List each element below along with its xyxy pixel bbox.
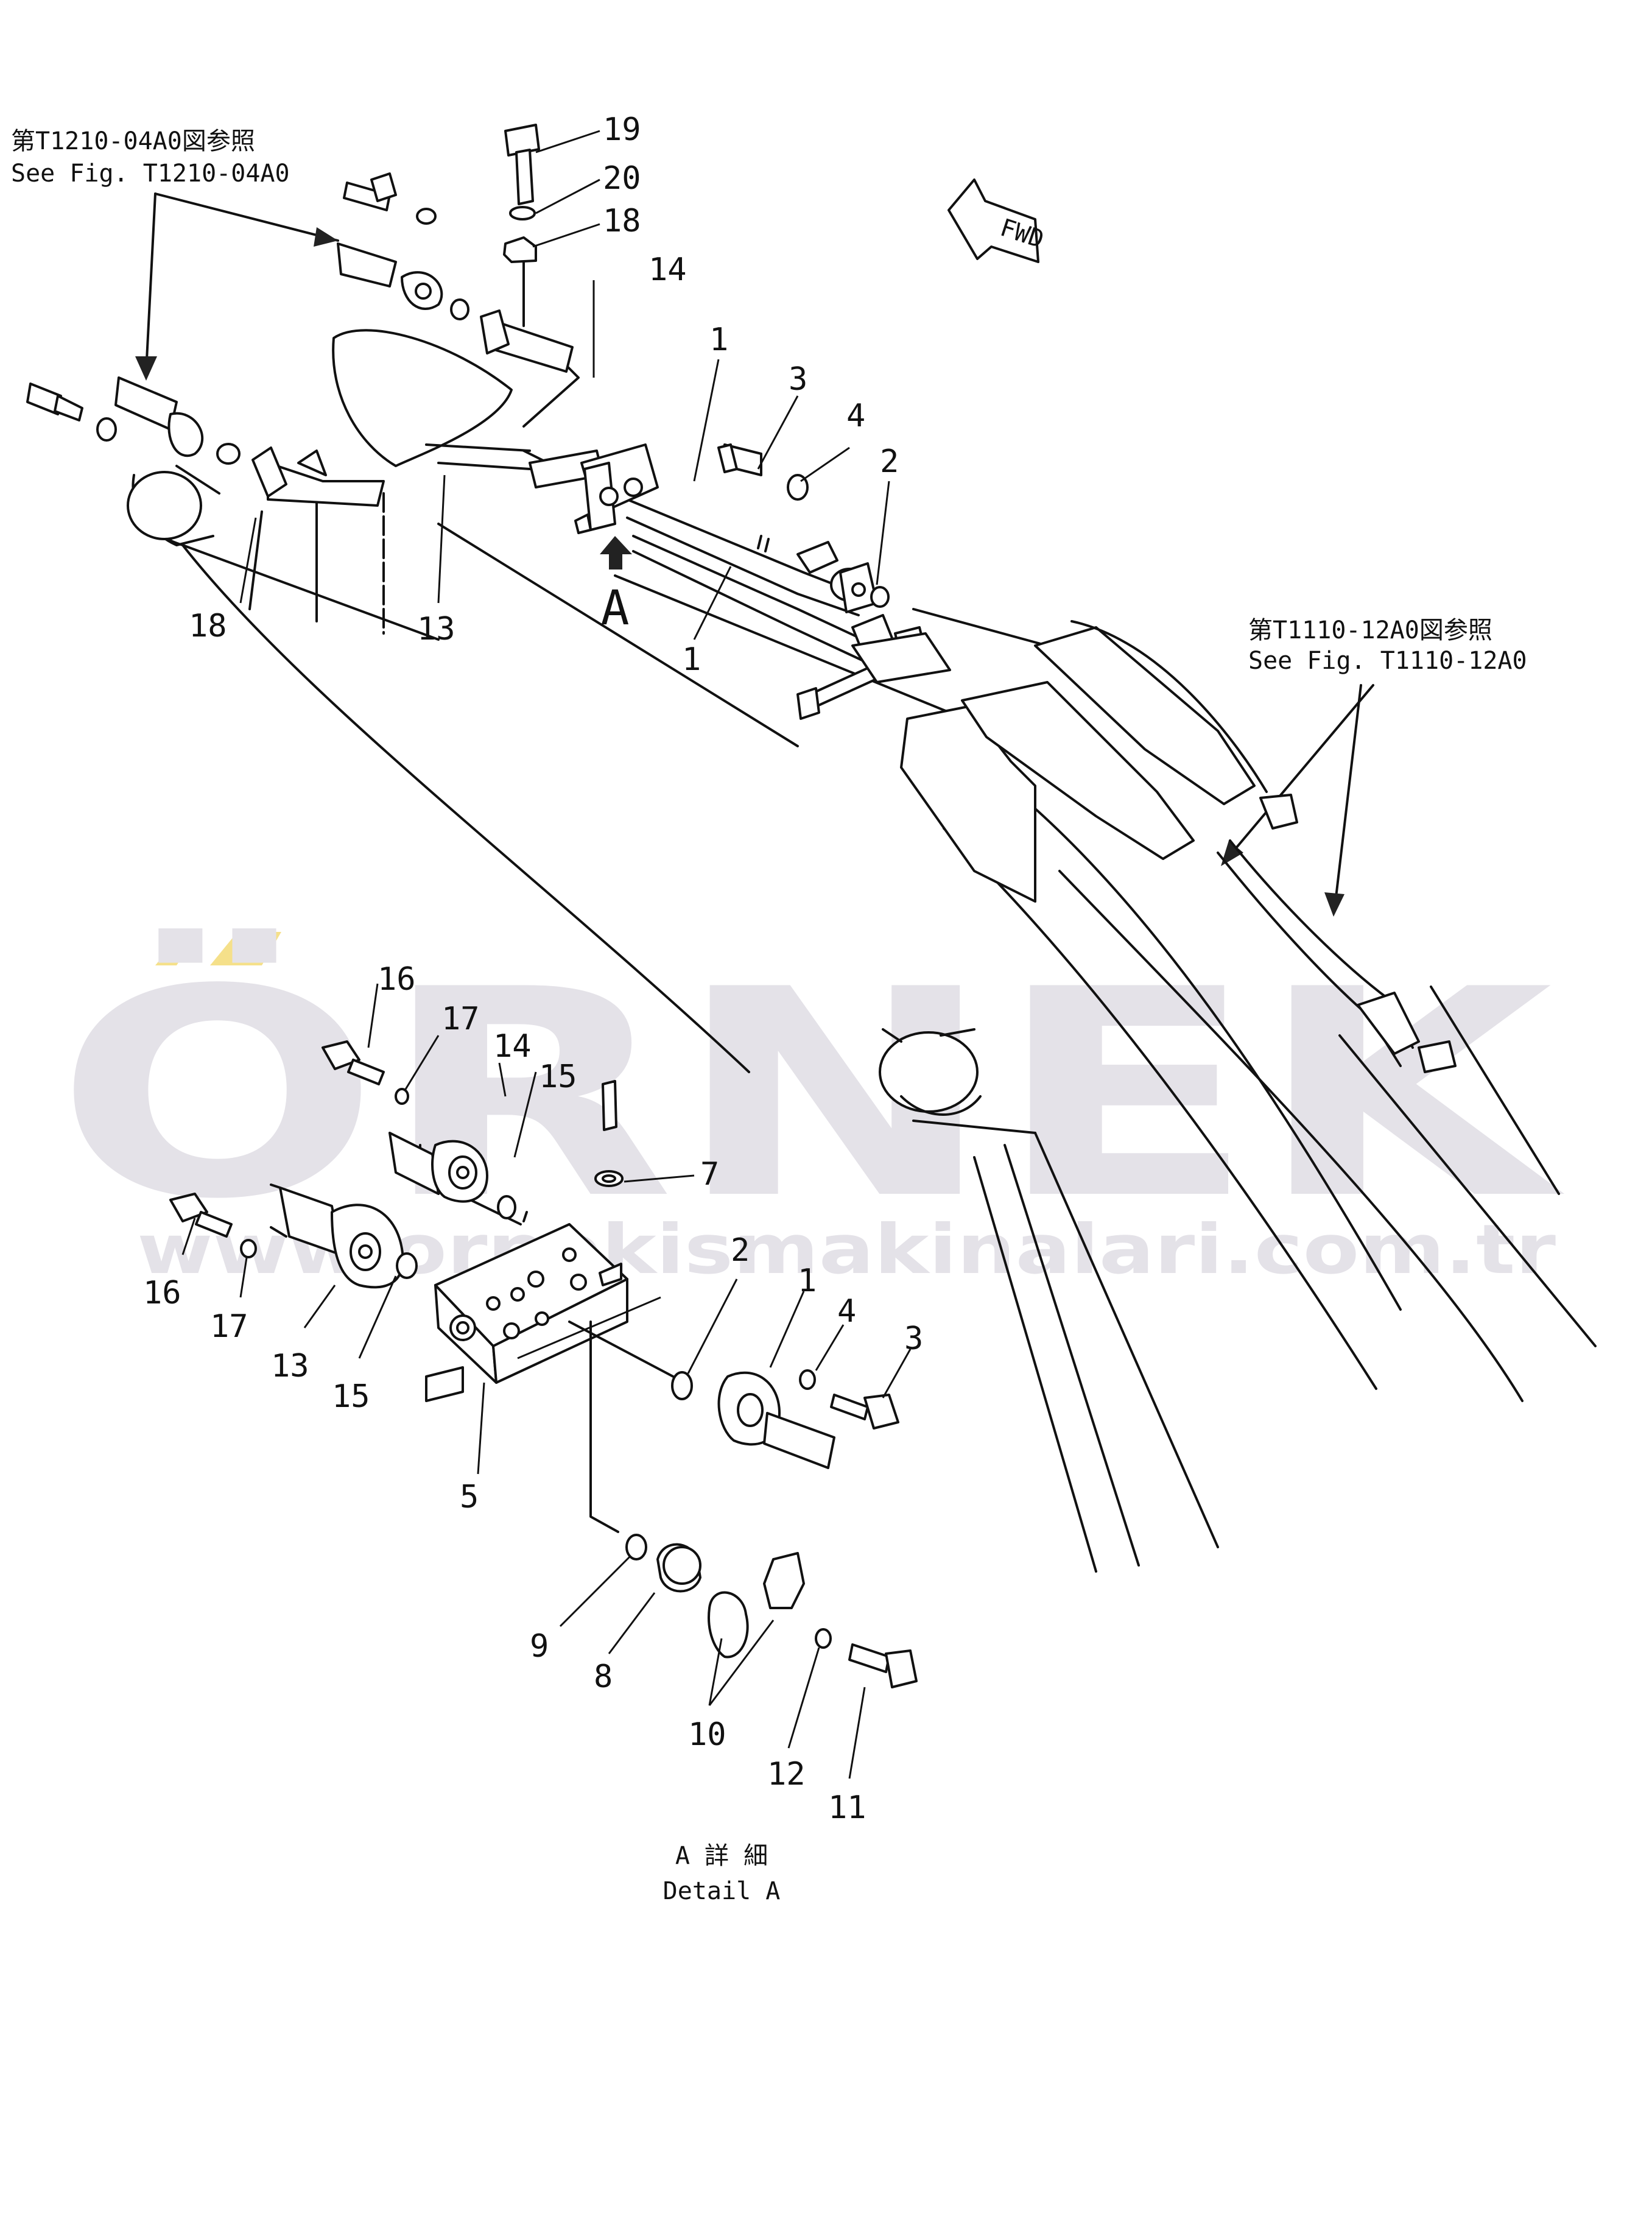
callout-detail-5: 5	[460, 1479, 479, 1515]
callout-main-18: 18	[603, 203, 641, 239]
callout-detail-16b: 16	[143, 1275, 181, 1311]
callout-detail-12: 12	[767, 1756, 806, 1793]
view-a-arrow	[600, 536, 632, 569]
callout-detail-17b: 17	[210, 1308, 248, 1345]
reference-leaders	[135, 192, 1374, 917]
callout-main-18b: 18	[189, 608, 227, 644]
callout-detail-15a: 15	[539, 1059, 577, 1095]
reference-note-top-left: 第T1210-04A0図参照 See Fig. T1210-04A0	[11, 127, 290, 188]
callout-detail-17a: 17	[441, 1001, 480, 1037]
callout-main-1a: 1	[709, 322, 728, 358]
callout-main-20: 20	[603, 160, 641, 197]
detail-caption-jp: A 詳 細	[675, 1842, 768, 1870]
main-assembly-view: A	[26, 124, 1597, 1573]
callout-main-19: 19	[603, 111, 641, 148]
callout-main-13: 13	[417, 611, 455, 647]
callout-detail-15b: 15	[332, 1378, 370, 1415]
reference-note-jp: 第T1110-12A0図参照	[1248, 616, 1492, 644]
callout-detail-13: 13	[271, 1348, 309, 1384]
callout-detail-1: 1	[798, 1263, 817, 1299]
callout-detail-14: 14	[493, 1028, 532, 1065]
callout-detail-10: 10	[688, 1716, 726, 1753]
callout-detail-4: 4	[837, 1293, 856, 1330]
callout-main-4: 4	[846, 398, 865, 434]
callout-main-1b: 1	[682, 641, 701, 678]
callout-detail-9: 9	[530, 1628, 549, 1665]
callout-detail-7: 7	[700, 1156, 719, 1193]
callout-detail-3: 3	[904, 1321, 923, 1357]
callout-detail-8: 8	[594, 1659, 613, 1695]
callout-leaders	[181, 130, 912, 1779]
watermark-accent-left	[155, 932, 198, 965]
detail-a-view: A 詳 細 Detail A	[169, 1040, 918, 1905]
callout-detail-2: 2	[731, 1232, 750, 1269]
detail-caption-en: Detail A	[663, 1877, 781, 1905]
forward-direction-arrow: FWD	[947, 178, 1047, 263]
reference-note-en: See Fig. T1210-04A0	[11, 160, 290, 188]
callout-detail-16a: 16	[378, 961, 416, 998]
main-callouts: 19 20 18 14 1 3 4 2 18 13 1	[189, 111, 899, 678]
reference-note-right: 第T1110-12A0図参照 See Fig. T1110-12A0	[1248, 616, 1527, 675]
callout-main-2: 2	[880, 443, 899, 480]
detail-callouts: 16 17 14 15 7 16 17 13 15 2 1 4 3 5 9 8 …	[143, 961, 923, 1826]
reference-note-en: See Fig. T1110-12A0	[1248, 647, 1527, 675]
view-a-label: A	[601, 581, 630, 636]
callout-main-3: 3	[789, 361, 807, 398]
callout-main-14: 14	[648, 252, 687, 288]
reference-note-jp: 第T1210-04A0図参照	[11, 127, 255, 155]
callout-detail-11: 11	[828, 1790, 866, 1826]
watermark-accent-right	[210, 932, 281, 965]
